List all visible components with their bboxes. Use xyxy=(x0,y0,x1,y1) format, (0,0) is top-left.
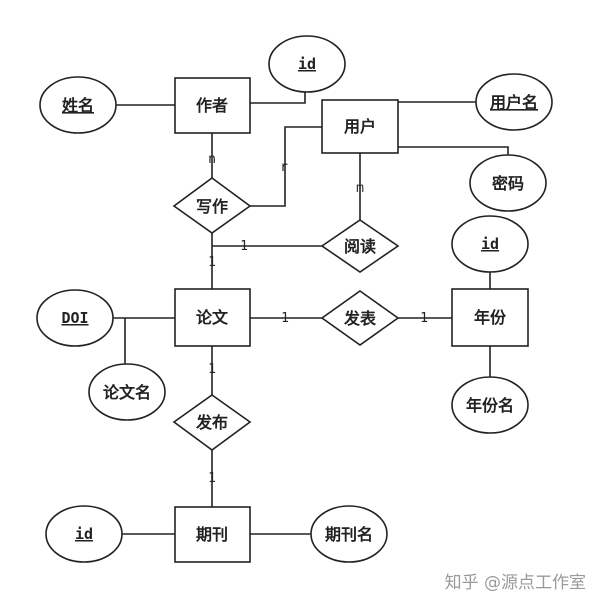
cardinality-paper-release: 1 xyxy=(208,362,216,377)
attribute-user-password-label: 密码 xyxy=(491,174,524,193)
entity-journal: 期刊 xyxy=(174,506,251,563)
cardinality-author-write: n xyxy=(208,152,216,167)
attribute-author-id: id xyxy=(268,35,346,93)
relationship-write: 写作 xyxy=(172,177,252,234)
relationship-publish-journal-label: 发布 xyxy=(195,413,228,432)
cardinality-read-paper: 1 xyxy=(240,239,248,254)
entity-year-label: 年份 xyxy=(474,308,507,327)
attribute-author-id-label: id xyxy=(298,55,316,73)
attribute-journal-id: id xyxy=(45,505,123,563)
entity-author: 作者 xyxy=(174,77,251,134)
entity-user: 用户 xyxy=(321,99,399,154)
attribute-user-name-label: 用户名 xyxy=(490,93,538,112)
attribute-paper-title-label: 论文名 xyxy=(103,383,151,402)
attribute-author-name-label: 姓名 xyxy=(62,96,94,115)
attribute-author-name: 姓名 xyxy=(39,76,117,134)
cardinality-user-read: m xyxy=(356,181,364,196)
attribute-year-id: id xyxy=(451,215,529,273)
cardinality-write-paper: 1 xyxy=(208,255,216,270)
attribute-year-name-label: 年份名 xyxy=(466,396,514,415)
entity-year: 年份 xyxy=(451,288,529,347)
relationship-publish-year-label: 发表 xyxy=(343,309,377,328)
entity-paper: 论文 xyxy=(174,288,251,347)
attribute-paper-doi: DOI xyxy=(36,289,114,347)
relationship-read: 阅读 xyxy=(320,219,400,273)
entity-author-label: 作者 xyxy=(196,96,228,115)
attribute-year-name: 年份名 xyxy=(451,376,529,434)
attribute-journal-name-label: 期刊名 xyxy=(325,525,373,544)
entity-journal-label: 期刊 xyxy=(196,525,228,544)
watermark: 知乎 @源点工作室 xyxy=(445,573,586,593)
relationship-write-label: 写作 xyxy=(196,197,228,216)
line-user-password xyxy=(398,146,509,158)
relationship-read-label: 阅读 xyxy=(344,237,376,256)
attribute-journal-id-label: id xyxy=(75,525,93,543)
cardinality-publish-year: 1 xyxy=(420,311,428,326)
cardinality-release-journal: 1 xyxy=(208,471,216,486)
entity-paper-label: 论文 xyxy=(196,308,229,327)
relationship-publish-year: 发表 xyxy=(320,290,400,346)
attribute-year-id-label: id xyxy=(481,235,499,253)
attribute-user-name: 用户名 xyxy=(475,73,553,131)
entity-user-label: 用户 xyxy=(344,117,376,136)
cardinality-user-write: r xyxy=(280,160,288,175)
line-write-user xyxy=(250,126,322,207)
attribute-journal-name: 期刊名 xyxy=(310,505,388,563)
relationship-publish-journal: 发布 xyxy=(172,394,252,451)
attribute-user-password: 密码 xyxy=(469,154,547,212)
attribute-paper-title: 论文名 xyxy=(88,363,166,421)
cardinality-paper-publish: 1 xyxy=(281,311,289,326)
attribute-paper-doi-label: DOI xyxy=(61,309,88,327)
